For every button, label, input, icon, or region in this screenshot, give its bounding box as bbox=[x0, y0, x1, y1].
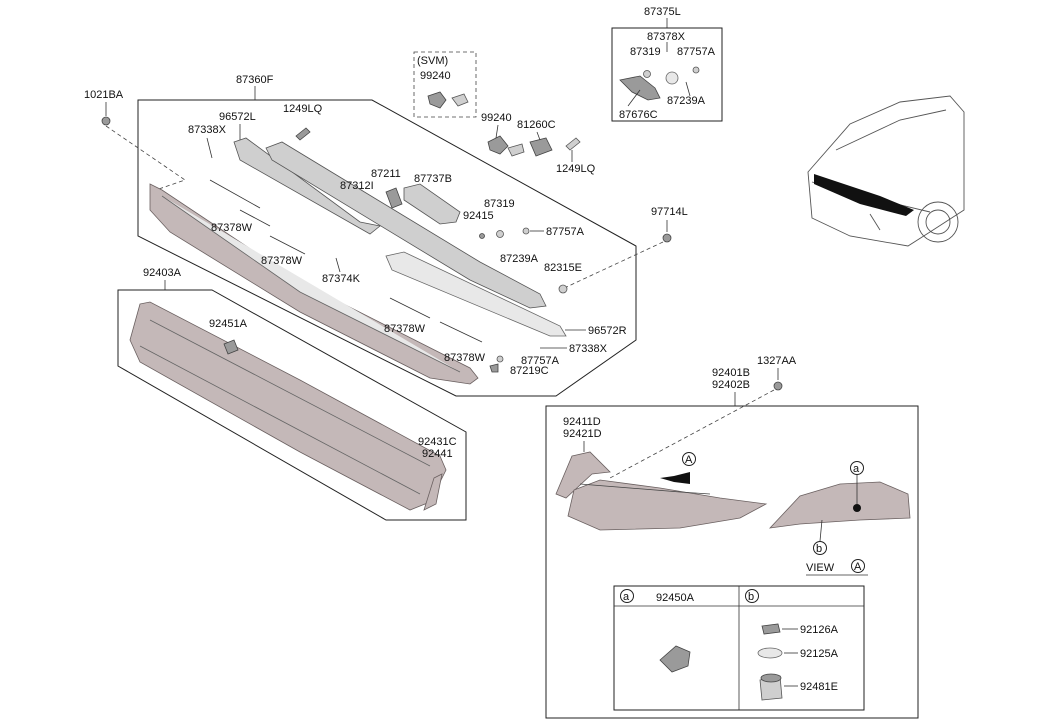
label-87374K: 87374K bbox=[322, 273, 361, 285]
label-87360F: 87360F bbox=[236, 74, 274, 86]
cap-92441 bbox=[423, 473, 443, 511]
label-87338X-bottom: 87338X bbox=[569, 343, 608, 355]
label-92481E: 92481E bbox=[800, 681, 838, 693]
bracket-96572L bbox=[233, 137, 381, 235]
label-92450A: 92450A bbox=[656, 592, 695, 604]
label-92441: 92441 bbox=[422, 448, 453, 460]
label-92125A: 92125A bbox=[800, 648, 839, 660]
mark-b-2: b bbox=[748, 591, 754, 603]
tail-lamp-92401B bbox=[567, 479, 768, 531]
arrow-view-a bbox=[660, 472, 690, 484]
connector-92450A bbox=[659, 645, 691, 673]
strips-87378W bbox=[209, 179, 483, 343]
label-87757A: 87757A bbox=[677, 46, 716, 58]
label-97714L: 97714L bbox=[651, 206, 688, 218]
label-87676C: 87676C bbox=[619, 109, 658, 121]
frame-92403A bbox=[117, 289, 467, 521]
label-87338X-top: 87338X bbox=[188, 124, 227, 136]
label-92431C: 92431C bbox=[418, 436, 457, 448]
nut-1327AA bbox=[773, 381, 783, 391]
part-87737B bbox=[403, 183, 461, 225]
mark-b-1: b bbox=[816, 543, 822, 555]
label-81260C: 81260C bbox=[517, 119, 556, 131]
label-87378W-c: 87378W bbox=[384, 323, 426, 335]
label-87239A: 87239A bbox=[667, 95, 706, 107]
part-92126A bbox=[761, 623, 781, 635]
label-87378W-b: 87378W bbox=[261, 255, 303, 267]
nut-97714L bbox=[662, 233, 672, 243]
bracket-87312I bbox=[265, 141, 547, 309]
svm-box bbox=[413, 51, 477, 118]
label-svm: (SVM) bbox=[417, 55, 448, 67]
label-1249LQ-right: 1249LQ bbox=[556, 163, 596, 175]
mark-A-2: A bbox=[854, 561, 862, 573]
label-92415: 92415 bbox=[463, 210, 494, 222]
tail-lamp-view-a bbox=[768, 481, 911, 529]
screw-1249LQ bbox=[295, 127, 311, 141]
label-87757A-mid: 87757A bbox=[546, 226, 585, 238]
label-1327AA: 1327AA bbox=[757, 355, 797, 367]
socket-92451A bbox=[223, 339, 239, 355]
label-87378X: 87378X bbox=[647, 31, 686, 43]
label-96572R: 96572R bbox=[588, 325, 627, 337]
label-87757A-bottom: 87757A bbox=[521, 355, 560, 367]
mark-A-1: A bbox=[685, 454, 693, 466]
label-87312I: 87312I bbox=[340, 180, 374, 192]
label-96572L: 96572L bbox=[219, 111, 256, 123]
frame-87360F bbox=[137, 99, 637, 397]
label-92401B: 92401B bbox=[712, 367, 750, 379]
bracket-lower bbox=[385, 251, 567, 337]
label-87378W-d: 87378W bbox=[444, 352, 486, 364]
label-92451A: 92451A bbox=[209, 318, 248, 330]
label-92411D: 92411D bbox=[563, 416, 601, 428]
frame-92401B bbox=[545, 405, 919, 719]
label-99240: 99240 bbox=[481, 112, 512, 124]
label-82315E: 82315E bbox=[544, 262, 582, 274]
label-87378W-a: 87378W bbox=[211, 222, 253, 234]
label-87211: 87211 bbox=[371, 168, 401, 180]
detail-table bbox=[613, 585, 865, 711]
label-1021BA: 1021BA bbox=[84, 89, 124, 101]
label-92421D: 92421D bbox=[563, 428, 602, 440]
label-87319: 87319 bbox=[630, 46, 661, 58]
label-view: VIEW bbox=[806, 562, 835, 574]
camera-assembly bbox=[487, 124, 581, 157]
label-87239A-mid: 87239A bbox=[500, 253, 539, 265]
car-sketch bbox=[807, 95, 965, 247]
svm-camera-part bbox=[427, 91, 469, 109]
inset-87375L bbox=[611, 18, 723, 122]
label-87737B: 87737B bbox=[414, 173, 452, 185]
label-92126A: 92126A bbox=[800, 624, 839, 636]
clip-87211 bbox=[385, 187, 403, 209]
label-1249LQ-top: 1249LQ bbox=[283, 103, 323, 115]
label-87375L: 87375L bbox=[644, 6, 681, 18]
mark-a-1: a bbox=[853, 463, 860, 475]
label-99240-svm: 99240 bbox=[420, 70, 451, 82]
label-92403A: 92403A bbox=[143, 267, 182, 279]
mark-a-2: a bbox=[623, 591, 630, 603]
label-87219C: 87219C bbox=[510, 365, 549, 377]
label-87319-mid: 87319 bbox=[484, 198, 515, 210]
gasket-92125A bbox=[757, 647, 783, 659]
nut-1021BA bbox=[101, 116, 111, 126]
label-92402B: 92402B bbox=[712, 379, 750, 391]
bracket-92411D bbox=[555, 451, 611, 499]
